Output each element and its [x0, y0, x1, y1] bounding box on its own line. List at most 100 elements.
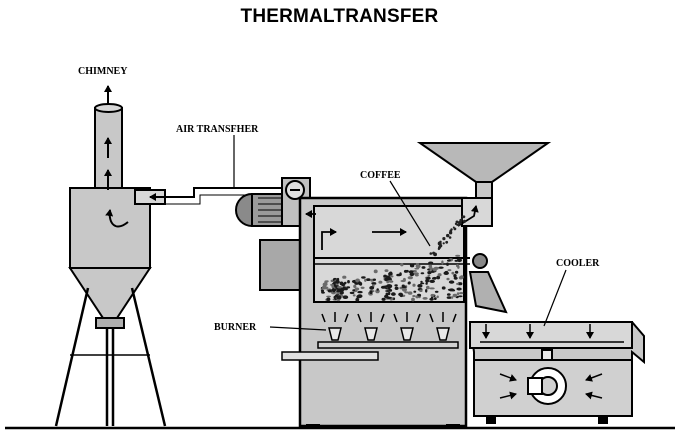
- coffee-bean: [355, 278, 360, 283]
- leader-cooler: [543, 269, 567, 327]
- coffee-bean: [437, 241, 442, 246]
- coffee-bean: [402, 287, 407, 292]
- coffee-bean: [346, 286, 351, 289]
- coffee-bean: [388, 291, 391, 296]
- coffee-bean: [333, 296, 336, 299]
- coffee-bean: [326, 295, 331, 298]
- coffee-bean: [385, 292, 389, 296]
- coffee-bean: [417, 293, 422, 297]
- coffee-bean: [380, 285, 387, 289]
- burner-3: [393, 312, 421, 341]
- burner-2: [357, 312, 385, 341]
- diagram-title: THERMALTRANSFER: [240, 6, 439, 27]
- coffee-bean: [457, 265, 460, 269]
- coffee-bean: [425, 289, 428, 293]
- coffee-bean: [400, 263, 404, 267]
- coffee-bean: [384, 269, 389, 272]
- coffee-bean: [353, 284, 357, 288]
- coffee-bean: [371, 282, 377, 285]
- coffee-bean: [456, 223, 459, 226]
- coffee-bean: [337, 286, 342, 289]
- coffee-bean: [458, 295, 463, 298]
- coffee-bean: [442, 237, 446, 241]
- drum-axle: [472, 253, 488, 269]
- coffee-bean: [360, 286, 365, 289]
- coffee-bean: [415, 295, 420, 299]
- coffee-bean: [365, 278, 371, 281]
- coffee-bean: [460, 217, 463, 220]
- coffee-bean: [433, 297, 437, 300]
- coffee-bean: [452, 293, 458, 298]
- coffee-bean: [355, 297, 360, 302]
- coffee-bean: [446, 277, 450, 281]
- coffee-bean: [415, 264, 421, 269]
- coffee-bean: [375, 289, 380, 294]
- coffee-bean: [425, 282, 428, 285]
- coffee-bean: [401, 286, 407, 288]
- coffee-bean: [427, 274, 431, 277]
- discharge-chute: [468, 271, 508, 314]
- burner-1: [321, 312, 349, 341]
- coffee-bean: [349, 291, 355, 295]
- coffee-bean: [456, 282, 460, 285]
- coffee-bean: [394, 286, 399, 290]
- coffee-bean: [407, 281, 411, 285]
- label-chimney: CHIMNEY: [78, 66, 128, 77]
- cooler-arrows: [482, 324, 603, 400]
- coffee-bean: [461, 215, 464, 218]
- burner-shelf: [281, 351, 379, 361]
- coffee-bean: [385, 287, 388, 290]
- coffee-bean: [428, 261, 434, 265]
- coffee-bean: [426, 280, 430, 282]
- coffee-bean: [446, 262, 449, 266]
- coffee-bean: [364, 278, 367, 282]
- coffee-bean: [441, 260, 444, 265]
- coffee-bean: [447, 259, 451, 262]
- coffee-bean: [448, 280, 455, 284]
- coffee-bean: [414, 274, 419, 277]
- coffee-bean: [347, 280, 350, 284]
- coffee-bean: [446, 296, 452, 299]
- coffee-bean: [322, 282, 328, 286]
- coffee-bean: [343, 287, 348, 291]
- coffee-bean: [453, 276, 458, 280]
- coffee-bean: [386, 277, 392, 281]
- drum-airflow-arrows: [305, 205, 479, 250]
- coffee-bean: [459, 275, 464, 279]
- coffee-bean: [396, 273, 401, 277]
- coffee-bean: [327, 289, 332, 293]
- label-burner: BURNER: [214, 322, 257, 333]
- coffee-bean: [454, 270, 459, 274]
- coffee-bean: [429, 252, 433, 255]
- coffee-bean: [386, 296, 392, 299]
- coffee-bean: [413, 290, 417, 293]
- coffee-bean: [342, 275, 347, 279]
- coffee-bean: [456, 292, 460, 295]
- coffee-bean: [445, 240, 449, 244]
- chimney-top: [94, 103, 123, 113]
- coffee-bean: [352, 289, 356, 292]
- cyclone-separator: [68, 103, 166, 329]
- coffee-bean: [340, 288, 344, 293]
- coffee-bean: [429, 279, 436, 283]
- coffee-bean: [342, 295, 349, 300]
- coffee-bean: [437, 247, 441, 251]
- label-coffee: COFFEE: [360, 170, 401, 181]
- coffee-bean: [399, 293, 403, 298]
- coffee-bean: [323, 286, 329, 290]
- coffee-bean: [432, 276, 437, 280]
- coffee-bean: [426, 285, 430, 290]
- coffee-bean: [432, 251, 436, 255]
- coffee-bean: [407, 276, 413, 280]
- coffee-bean: [450, 296, 454, 299]
- burner-4: [429, 312, 457, 341]
- coffee-bean: [462, 219, 467, 223]
- coffee-bean: [352, 294, 356, 297]
- coffee-bean: [361, 276, 366, 279]
- burners: [317, 312, 459, 349]
- coffee-bean: [414, 267, 420, 270]
- coffee-bean: [444, 270, 448, 273]
- motor: [235, 193, 287, 227]
- coffee-bean: [458, 222, 461, 225]
